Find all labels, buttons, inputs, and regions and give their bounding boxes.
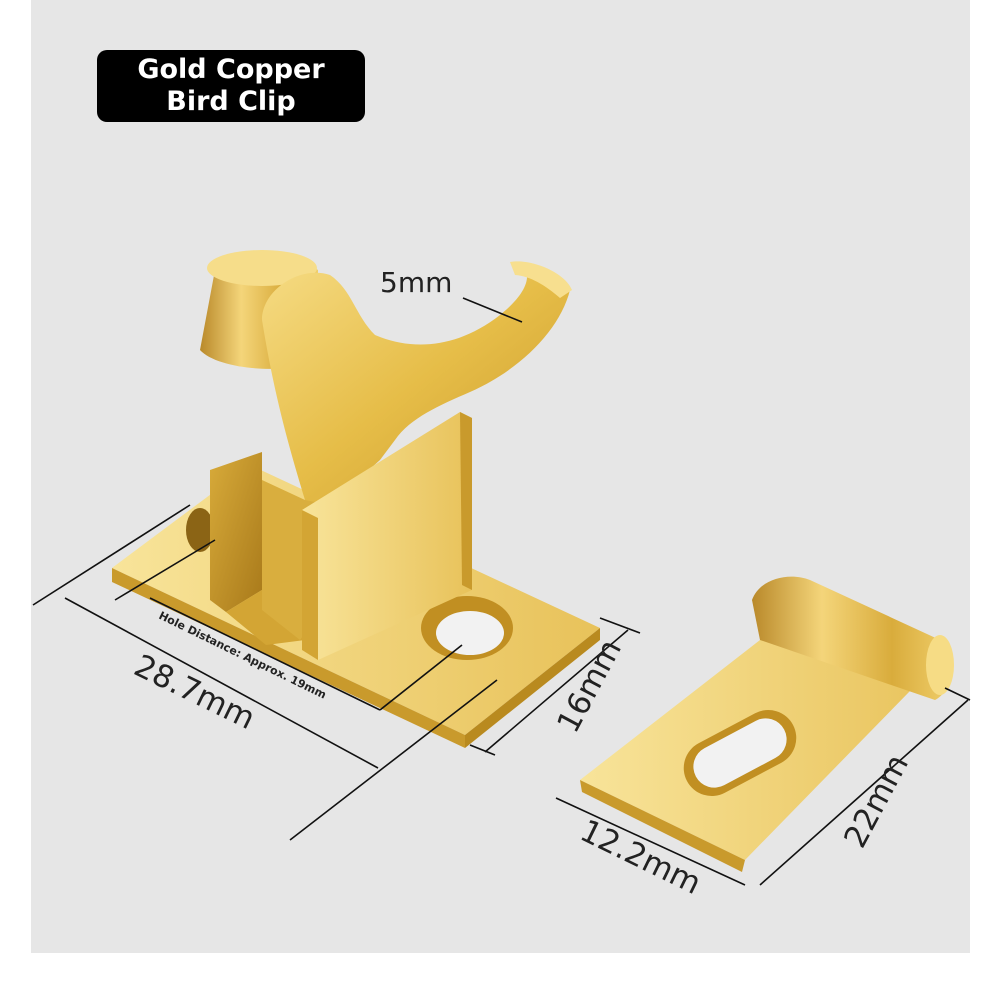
dimension-lines bbox=[32, 297, 971, 886]
strike-length-label: 22mm bbox=[837, 749, 916, 854]
product-title-badge: Gold Copper Bird Clip bbox=[97, 50, 365, 122]
strike-slot bbox=[683, 709, 797, 797]
product-title: Gold Copper Bird Clip bbox=[137, 54, 325, 117]
latch-body bbox=[112, 250, 600, 748]
thickness-label: 5mm bbox=[380, 266, 452, 299]
strike-plate bbox=[580, 576, 954, 872]
background-panel bbox=[31, 0, 970, 953]
bird-neck bbox=[262, 262, 570, 505]
right-hole bbox=[421, 596, 513, 660]
left-hole bbox=[186, 508, 214, 552]
